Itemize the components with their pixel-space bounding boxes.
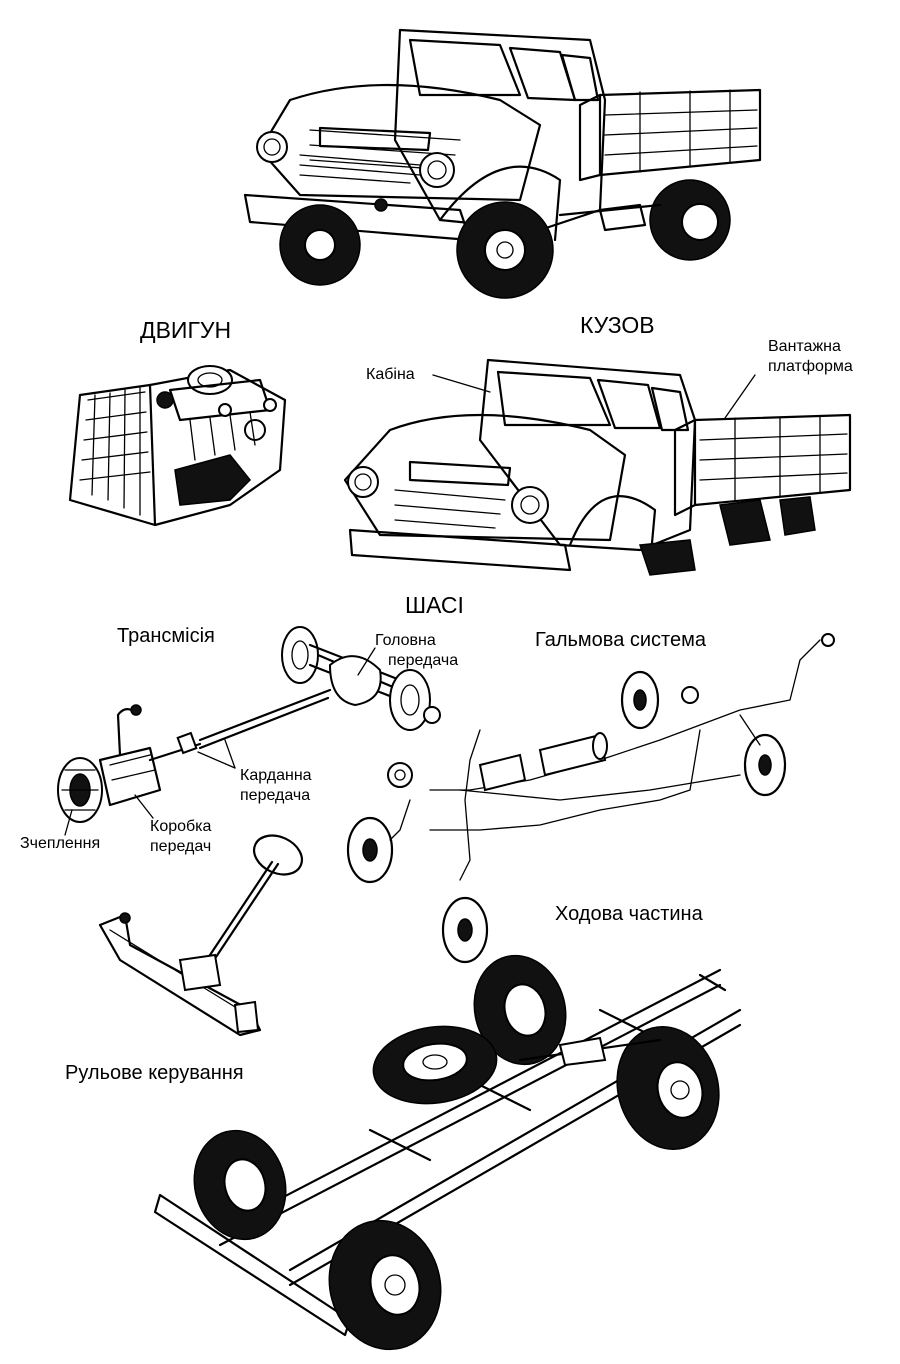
cabin-leader-line [432, 374, 491, 393]
cabin-label: Кабіна [366, 366, 415, 383]
clutch-label: Зчеплення [20, 835, 101, 852]
final-drive-label-line1: Головна [375, 632, 436, 649]
engine-section-title: ДВИГУН [140, 317, 232, 343]
running-gear-title: Ходова частина [555, 903, 703, 925]
gearbox-label-line2: передач [150, 838, 212, 855]
truck-illustration [243, 28, 762, 299]
final-drive-label-line2: передача [388, 652, 459, 669]
chassis-section-title: ШАСІ [405, 592, 464, 618]
cardan-label-line2: передача [240, 787, 311, 804]
cargo-platform-label-line1: Вантажна [768, 338, 841, 355]
brake-system-illustration [346, 633, 835, 964]
cardan-leader-line-2 [197, 751, 236, 769]
transmission-title: Трансмісія [117, 625, 215, 647]
engine-illustration [68, 365, 287, 527]
gearbox-label-line1: Коробка [150, 818, 212, 835]
steering-illustration [98, 834, 304, 1037]
clutch-leader-line [64, 809, 73, 836]
truck-body-illustration [343, 358, 852, 576]
cardan-label-line1: Карданна [240, 767, 312, 784]
steering-title: Рульове керування [65, 1062, 244, 1084]
gearbox-leader-line [134, 794, 154, 819]
cargo-platform-label-line2: платформа [768, 358, 853, 375]
transmission-illustration [57, 626, 441, 823]
brake-system-title: Гальмова система [535, 629, 706, 651]
platform-leader-line [724, 374, 756, 419]
body-section-title: КУЗОВ [580, 312, 655, 338]
cardan-leader-line-1 [224, 739, 236, 769]
chassis-frame-illustration [153, 954, 742, 1351]
final-drive-leader-line [357, 647, 376, 676]
